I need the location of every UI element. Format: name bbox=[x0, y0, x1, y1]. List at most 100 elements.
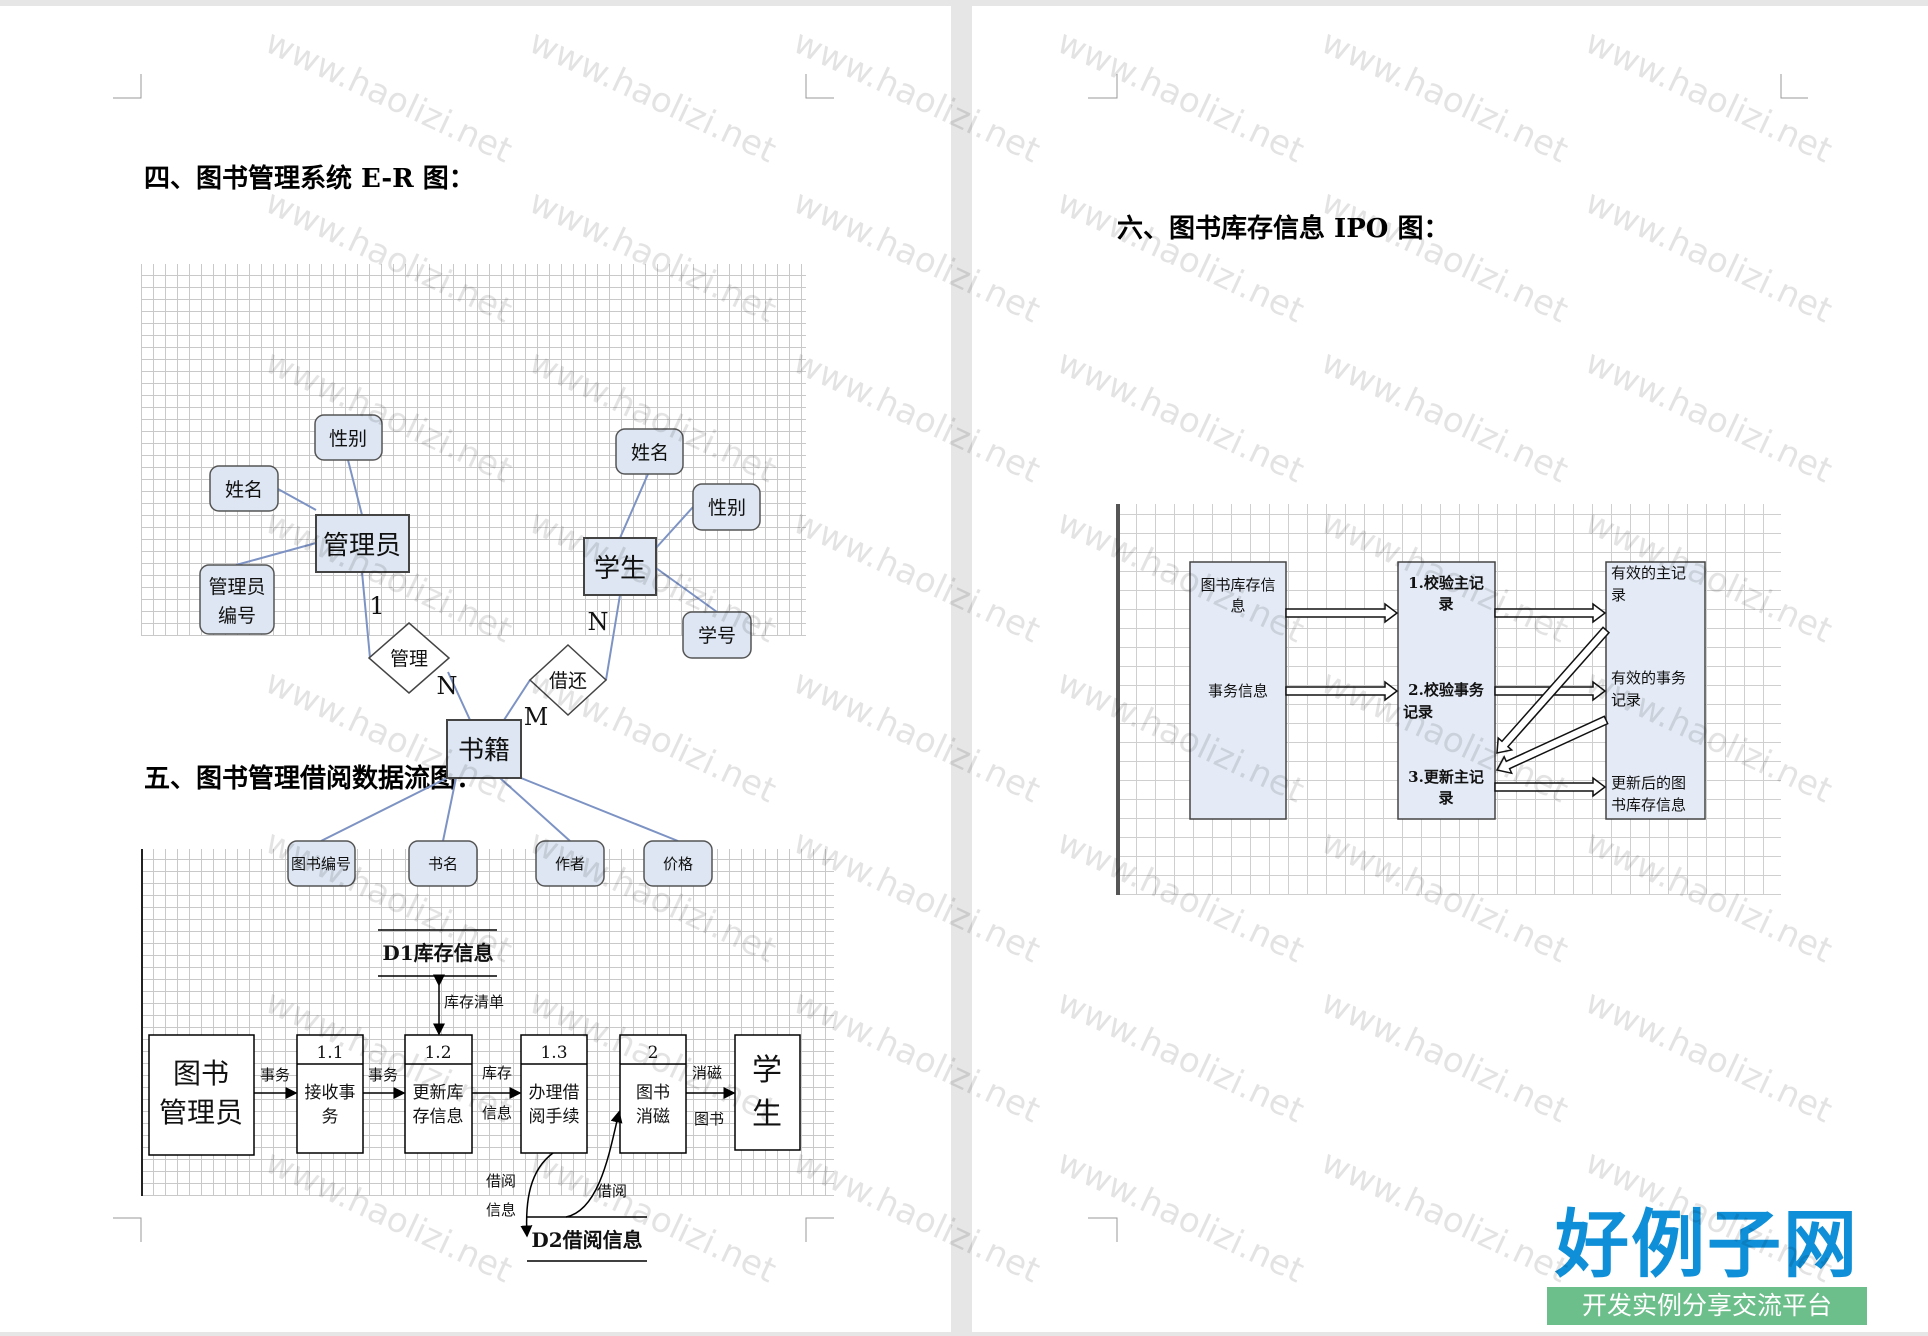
er-relationship-borrow bbox=[528, 643, 608, 717]
dfd-external-source bbox=[148, 1034, 255, 1156]
ipo-section-heading: 六、图书库存信息 IPO 图： bbox=[1117, 214, 1450, 244]
er-attr-admin-id bbox=[199, 564, 275, 635]
ipo-process-label: 录 bbox=[1438, 595, 1453, 613]
dfd-process-id: 1.3 bbox=[540, 1043, 567, 1063]
cardinality-label: N bbox=[588, 608, 609, 636]
ipo-arrows bbox=[1285, 602, 1611, 798]
dfd-process-label: 更新库 bbox=[413, 1083, 464, 1103]
er-attr-student-name bbox=[615, 428, 684, 475]
ipo-flow-arrow bbox=[1285, 680, 1399, 702]
er-relationship-manage bbox=[367, 622, 451, 694]
er-entity-student bbox=[583, 537, 657, 596]
er-entity-book bbox=[446, 719, 522, 779]
er-attr-book-title bbox=[408, 840, 478, 887]
er-attr-student-name-label: 姓名 bbox=[631, 442, 669, 464]
er-attr-admin-name-label: 姓名 bbox=[225, 479, 263, 501]
er-attr-book-id-label: 图书编号 bbox=[291, 855, 351, 873]
dfd-store-d1: D1库存信息 bbox=[382, 941, 493, 965]
ipo-output-label: 有效的事务 bbox=[1611, 669, 1686, 687]
er-attr-admin-name bbox=[209, 465, 279, 512]
dfd-process-id: 1.2 bbox=[424, 1043, 451, 1063]
dfd-process-label: 接收事 bbox=[305, 1083, 356, 1103]
ipo-flow-arrow bbox=[1495, 715, 1609, 775]
dfd-flow-label: 事务 bbox=[368, 1066, 398, 1084]
ipo-flow-arrow bbox=[1494, 602, 1607, 624]
dfd-flow-label: 库存 bbox=[482, 1064, 512, 1082]
er-entity-admin bbox=[315, 514, 410, 573]
dfd-source-label: 管理员 bbox=[159, 1096, 243, 1129]
dfd-flow-label: 库存清单 bbox=[444, 993, 504, 1011]
dfd-process-label: 务 bbox=[322, 1107, 339, 1127]
ipo-input-box bbox=[1189, 561, 1287, 820]
er-attr-admin-id-label: 管理员 bbox=[208, 576, 265, 598]
er-attr-student-gender-label: 性别 bbox=[708, 497, 746, 519]
ipo-output-label: 书库存信息 bbox=[1611, 796, 1686, 814]
ipo-process-label: 3.更新主记 bbox=[1408, 768, 1484, 786]
dfd-process-1-1 bbox=[296, 1034, 364, 1154]
dfd-flows bbox=[254, 974, 736, 1238]
dfd-process-2 bbox=[619, 1034, 687, 1154]
dfd-flow-label: 借阅 bbox=[486, 1172, 516, 1190]
dfd-sink-label: 学 bbox=[752, 1053, 782, 1088]
ipo-output-label: 更新后的图 bbox=[1611, 774, 1686, 792]
er-section-heading: 四、图书管理系统 E-R 图： bbox=[144, 164, 475, 194]
site-logo: 好例子网 开发实例分享交流平台 bbox=[1547, 1205, 1867, 1325]
cardinality-label: N bbox=[437, 672, 458, 700]
er-connectors bbox=[235, 459, 718, 842]
ipo-process-label: 1.校验主记 bbox=[1408, 574, 1484, 592]
dfd-diagram-canvas bbox=[141, 849, 834, 1196]
dfd-external-sink bbox=[734, 1034, 801, 1151]
dfd-process-id: 2 bbox=[648, 1043, 659, 1063]
ipo-flow-arrow bbox=[1494, 776, 1607, 798]
ipo-input-label: 息 bbox=[1230, 597, 1245, 615]
dfd-flow-label: 信息 bbox=[486, 1201, 516, 1219]
dfd-process-label: 阅手续 bbox=[529, 1107, 580, 1127]
er-attr-student-id bbox=[682, 611, 752, 659]
er-attr-book-id bbox=[287, 840, 356, 887]
er-entity-admin-label: 管理员 bbox=[323, 531, 401, 561]
logo-main-text: 好例子网 bbox=[1555, 1202, 1859, 1288]
ipo-flow-arrow bbox=[1496, 626, 1611, 754]
dfd-source-label: 图书 bbox=[173, 1057, 229, 1090]
ipo-process-label: 录 bbox=[1438, 789, 1453, 807]
crop-marks bbox=[113, 74, 1808, 1242]
er-relationship-borrow-label: 借还 bbox=[549, 670, 587, 692]
er-attr-student-gender bbox=[692, 483, 761, 531]
dfd-sink-label: 生 bbox=[752, 1097, 782, 1132]
ipo-process-box bbox=[1397, 561, 1496, 820]
ipo-input-label: 图书库存信 bbox=[1200, 576, 1275, 594]
dfd-process-id: 1.1 bbox=[316, 1043, 343, 1063]
er-attr-student-id-label: 学号 bbox=[698, 625, 736, 647]
ipo-process-label: 记录 bbox=[1403, 703, 1433, 721]
ipo-output-label: 有效的主记 bbox=[1611, 564, 1686, 582]
dfd-process-label: 图书 bbox=[636, 1083, 670, 1103]
ipo-output-label: 记录 bbox=[1611, 691, 1641, 709]
ipo-output-label: 录 bbox=[1611, 586, 1626, 604]
er-entity-book-label: 书籍 bbox=[458, 736, 510, 766]
logo-tagline: 开发实例分享交流平台 bbox=[1547, 1287, 1867, 1325]
er-attr-book-price-label: 价格 bbox=[663, 855, 693, 873]
dfd-store-d2: D2借阅信息 bbox=[531, 1228, 642, 1252]
dfd-process-label: 消磁 bbox=[636, 1107, 670, 1127]
er-attr-book-price bbox=[643, 840, 713, 887]
cardinality-label: 1 bbox=[369, 592, 384, 620]
er-entity-student-label: 学生 bbox=[594, 554, 646, 584]
ipo-output-box bbox=[1605, 561, 1706, 820]
ipo-input-label: 事务信息 bbox=[1208, 682, 1268, 700]
er-attr-admin-gender-label: 性别 bbox=[329, 428, 367, 450]
cardinality-label: M bbox=[524, 703, 549, 731]
er-attr-book-title-label: 书名 bbox=[428, 855, 458, 873]
er-attr-book-author-label: 作者 bbox=[555, 855, 585, 873]
er-attr-book-author bbox=[535, 840, 605, 887]
er-relationship-manage-label: 管理 bbox=[390, 648, 428, 670]
ipo-flow-arrow bbox=[1285, 602, 1399, 624]
dfd-flow-label: 图书 bbox=[694, 1110, 724, 1128]
dfd-process-1-2 bbox=[404, 1034, 473, 1154]
ipo-process-label: 2.校验事务 bbox=[1408, 681, 1485, 699]
dfd-flow-label: 借阅 bbox=[597, 1182, 627, 1200]
er-attr-admin-id-label: 编号 bbox=[218, 605, 256, 627]
dfd-flow-label: 信息 bbox=[482, 1104, 512, 1122]
dfd-flow-label: 事务 bbox=[260, 1066, 290, 1084]
er-attr-admin-gender bbox=[314, 414, 383, 461]
